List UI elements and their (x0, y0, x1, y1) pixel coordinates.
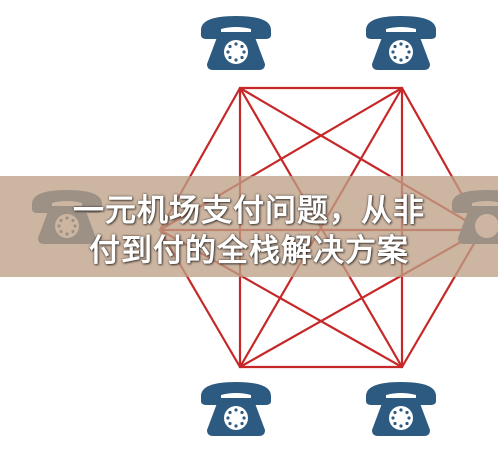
title-line-1: 一元机场支付问题，从非 (73, 193, 425, 229)
telephone-icon (197, 376, 275, 438)
telephone-icon (197, 10, 275, 72)
telephone-icon (362, 10, 440, 72)
page-title: 一元机场支付问题，从非 付到付的全栈解决方案 (0, 191, 498, 271)
title-banner (0, 176, 498, 277)
telephone-icon (362, 376, 440, 438)
title-line-2: 付到付的全栈解决方案 (89, 233, 409, 269)
